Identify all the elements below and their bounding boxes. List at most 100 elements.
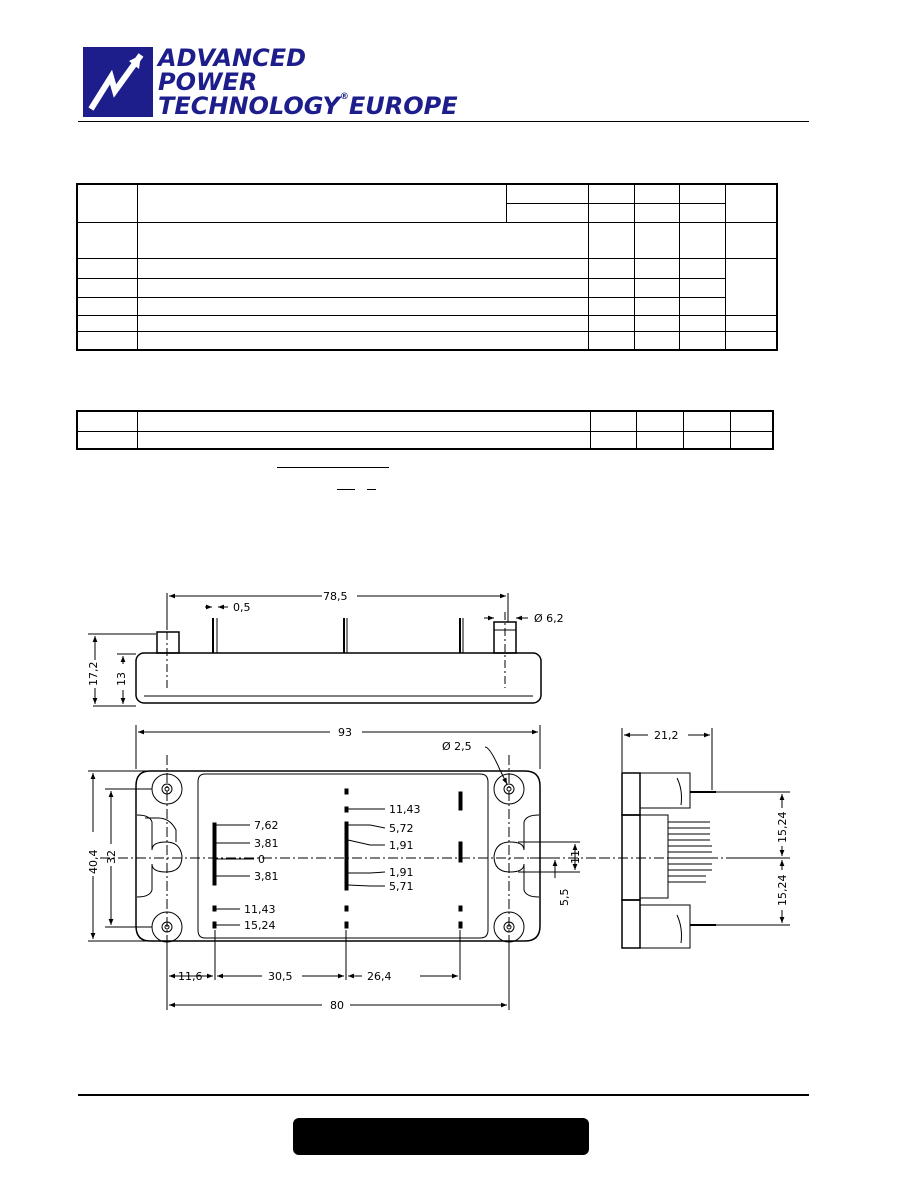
table-cell bbox=[588, 221, 635, 260]
table-cell bbox=[678, 202, 727, 223]
dim-body-height: 13 bbox=[115, 672, 128, 686]
table-cell bbox=[76, 183, 138, 223]
table-cell bbox=[76, 258, 138, 279]
table-cell bbox=[76, 221, 138, 260]
table-cell bbox=[136, 331, 590, 351]
logo-text-advanced: ADVANCED bbox=[158, 44, 307, 72]
dim-small-hole: Ø 2,5 bbox=[442, 740, 472, 753]
pin-pos-label: 11,43 bbox=[244, 903, 276, 916]
table-cell bbox=[678, 258, 727, 279]
table-cell bbox=[636, 430, 684, 450]
table-cell bbox=[636, 410, 684, 432]
dim-pin-width: 0,5 bbox=[233, 601, 251, 614]
table-cell bbox=[136, 315, 590, 333]
table-cell bbox=[678, 331, 727, 351]
formula-bar bbox=[367, 489, 376, 490]
dim-depth: 21,2 bbox=[654, 729, 679, 742]
table-cell bbox=[76, 430, 138, 450]
logo-text-technology-europe: TECHNOLOGY®EUROPE bbox=[158, 92, 458, 120]
plan-view bbox=[88, 725, 600, 1010]
table-cell bbox=[136, 277, 590, 298]
table-cell bbox=[678, 296, 727, 317]
table-cell bbox=[730, 410, 774, 432]
table-cell bbox=[76, 410, 138, 432]
table-cell bbox=[76, 296, 138, 317]
formula-fraction-line bbox=[277, 467, 389, 468]
table-cell bbox=[588, 296, 635, 317]
formula-bar bbox=[337, 489, 355, 490]
dim-a: 11,6 bbox=[178, 970, 203, 983]
table-cell bbox=[588, 315, 635, 333]
dim-length: 78,5 bbox=[323, 590, 348, 603]
table-cell bbox=[136, 183, 507, 223]
dim-b: 30,5 bbox=[268, 970, 293, 983]
pin-pos-label: 1,91 bbox=[389, 866, 414, 879]
dim-c: 26,4 bbox=[367, 970, 392, 983]
footer-divider bbox=[78, 1094, 809, 1096]
table-cell bbox=[725, 258, 778, 317]
table-cell bbox=[633, 183, 680, 204]
table-cell bbox=[633, 296, 680, 317]
dim-slot-width: 11 bbox=[569, 850, 582, 864]
dim-hole-spacing-h: 80 bbox=[330, 999, 344, 1012]
table-cell bbox=[137, 430, 591, 450]
dim-pitch-top: 15,24 bbox=[776, 812, 789, 844]
pin-pos-label: 11,43 bbox=[389, 803, 421, 816]
registered-mark: ® bbox=[339, 92, 349, 102]
header-divider bbox=[78, 121, 809, 122]
table-cell bbox=[730, 430, 774, 450]
table-cell bbox=[137, 410, 591, 432]
table-cell bbox=[678, 315, 727, 333]
side-view bbox=[600, 728, 790, 949]
dim-hole-dia: Ø 6,2 bbox=[534, 612, 564, 625]
table-cell bbox=[633, 202, 680, 223]
pin-pos-label: 5,71 bbox=[389, 880, 414, 893]
table-cell bbox=[683, 410, 731, 432]
lightning-bolt-icon bbox=[88, 53, 144, 111]
table-cell bbox=[505, 183, 590, 204]
table-cell bbox=[633, 277, 680, 298]
table-cell bbox=[725, 183, 778, 223]
front-view bbox=[88, 593, 542, 707]
characteristics-table bbox=[76, 183, 778, 351]
dim-width: 93 bbox=[338, 726, 352, 739]
table-cell bbox=[136, 296, 590, 317]
table-cell bbox=[588, 277, 635, 298]
logo-text-power: POWER bbox=[158, 68, 258, 96]
dim-outer-height: 40,4 bbox=[87, 850, 100, 875]
table-cell bbox=[588, 202, 635, 223]
table-cell bbox=[683, 430, 731, 450]
table-cell bbox=[76, 315, 138, 333]
table-cell bbox=[633, 221, 680, 260]
table-cell bbox=[633, 315, 680, 333]
footer-banner bbox=[293, 1118, 589, 1155]
table-cell bbox=[678, 221, 727, 260]
thermal-table bbox=[76, 410, 774, 450]
table-cell bbox=[136, 258, 590, 279]
table-cell bbox=[588, 258, 635, 279]
package-outline-drawing: 78,5 0,5 Ø 6,2 17,2 13 93 Ø 2,5 40,4 32 … bbox=[87, 590, 790, 1012]
table-cell bbox=[588, 331, 635, 351]
table-cell bbox=[76, 277, 138, 298]
table-cell bbox=[725, 315, 778, 333]
table-cell bbox=[588, 183, 635, 204]
pin-pos-label: 1,91 bbox=[389, 839, 414, 852]
table-cell bbox=[725, 331, 778, 351]
table-cell bbox=[633, 258, 680, 279]
table-cell bbox=[678, 183, 727, 204]
table-cell bbox=[725, 221, 778, 260]
table-cell bbox=[590, 430, 637, 450]
pin-pos-label: 7,62 bbox=[254, 819, 279, 832]
table-cell bbox=[678, 277, 727, 298]
dim-hole-spacing-v: 32 bbox=[105, 850, 118, 864]
pin-pos-label: 3,81 bbox=[254, 870, 279, 883]
table-cell bbox=[590, 410, 637, 432]
dim-total-height: 17,2 bbox=[87, 662, 100, 687]
pin-pos-label: 5,72 bbox=[389, 822, 414, 835]
table-cell bbox=[136, 221, 590, 260]
table-cell bbox=[633, 331, 680, 351]
pin-pos-label: 3,81 bbox=[254, 837, 279, 850]
dim-slot-offset: 5,5 bbox=[558, 889, 571, 907]
dim-pitch-bottom: 15,24 bbox=[776, 875, 789, 907]
pin-pos-label: 0 bbox=[258, 853, 265, 866]
